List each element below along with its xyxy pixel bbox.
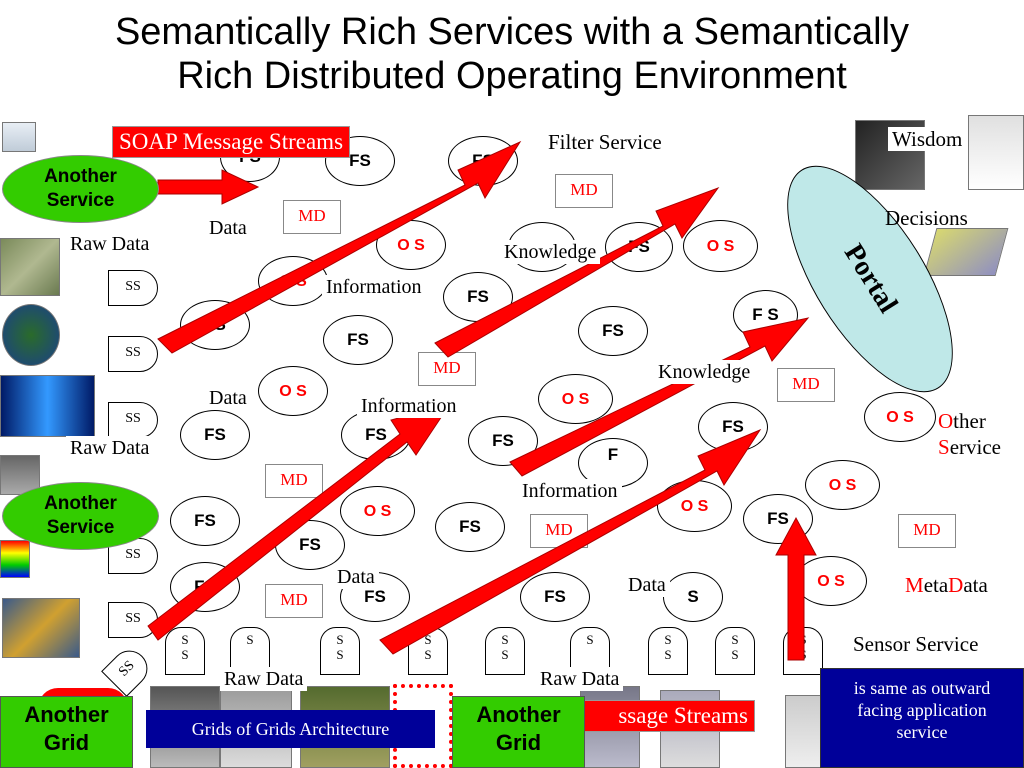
raw-data-label: Raw Data bbox=[66, 436, 154, 460]
arrow-raw-to-information-lower bbox=[147, 403, 452, 641]
fs-node: FS bbox=[743, 494, 813, 544]
fs-node: FS bbox=[323, 315, 393, 365]
page-title: Semantically Rich Services with a Semant… bbox=[0, 10, 1024, 98]
knowledge-label: Knowledge bbox=[500, 240, 601, 264]
fs-node: FS bbox=[435, 502, 505, 552]
md-box: MD bbox=[777, 368, 835, 402]
data-label: Data bbox=[333, 565, 379, 589]
satellite-image bbox=[0, 375, 95, 437]
md-box: MD bbox=[418, 352, 476, 386]
data-label: Data bbox=[205, 216, 251, 240]
os-node: O S bbox=[340, 486, 415, 536]
fs-node: S bbox=[663, 572, 723, 622]
soap-message-streams-bottom: ssage Streams bbox=[560, 700, 755, 732]
md-box: MD bbox=[898, 514, 956, 548]
metadata-legend: MetaData bbox=[905, 573, 988, 597]
arrow-information-to-knowledge bbox=[434, 186, 720, 358]
data-label: Data bbox=[205, 386, 251, 410]
arrow-service-right bbox=[157, 169, 260, 205]
data-label: Data bbox=[624, 573, 670, 597]
os-node: O S bbox=[683, 220, 758, 272]
arrow-knowledge-to-portal bbox=[509, 317, 810, 477]
outward-facing-note: is same as outward facing application se… bbox=[820, 668, 1024, 768]
information-label: Information bbox=[518, 479, 622, 503]
arrow-data-to-information bbox=[379, 428, 762, 655]
kiosk-image bbox=[785, 695, 825, 768]
information-label: Information bbox=[357, 394, 461, 418]
usa-map-image bbox=[2, 304, 60, 366]
os-node: O S bbox=[258, 366, 328, 416]
soap-message-streams-top: SOAP Message Streams bbox=[112, 126, 351, 158]
os-node: O S bbox=[795, 556, 867, 606]
another-grid-left[interactable]: Another Grid bbox=[0, 696, 133, 768]
knowledge-label: Knowledge bbox=[654, 360, 755, 384]
heatmap-image bbox=[0, 540, 30, 578]
fs-node: FS bbox=[520, 572, 590, 622]
title-line-1: Semantically Rich Services with a Semant… bbox=[114, 11, 910, 53]
airplane-image bbox=[2, 122, 36, 152]
fs-node: FS bbox=[170, 496, 240, 546]
filter-service-label: Filter Service bbox=[548, 130, 662, 154]
fs-node: FS bbox=[578, 306, 648, 356]
ss-node: SS bbox=[108, 336, 158, 372]
os-node: O S bbox=[805, 460, 880, 510]
sensor-service-legend: Sensor Service bbox=[853, 632, 979, 656]
book-image bbox=[968, 115, 1024, 190]
title-line-2: Rich Distributed Operating Environment bbox=[177, 55, 847, 97]
raw-data-label: Raw Data bbox=[220, 667, 308, 691]
wisdom-label: Wisdom bbox=[888, 127, 967, 151]
another-service-top[interactable]: Another Service bbox=[2, 155, 159, 223]
md-box: MD bbox=[283, 200, 341, 234]
arrow-raw-to-information bbox=[157, 140, 522, 354]
decisions-label: Decisions bbox=[885, 206, 968, 230]
arrow-sensor-up bbox=[775, 516, 817, 661]
raw-data-label: Raw Data bbox=[66, 232, 154, 256]
md-box: MD bbox=[555, 174, 613, 208]
os-node: O S bbox=[864, 392, 936, 442]
other-service-legend: Other Service bbox=[938, 409, 1001, 459]
md-box: MD bbox=[265, 584, 323, 618]
field-photo bbox=[0, 238, 60, 296]
fs-node: FS bbox=[180, 410, 250, 460]
another-grid-right[interactable]: Another Grid bbox=[452, 696, 585, 768]
another-service-middle[interactable]: Another Service bbox=[2, 482, 159, 550]
os-node: O S bbox=[376, 220, 446, 270]
ss-node: SS bbox=[108, 602, 158, 638]
raw-data-label: Raw Data bbox=[536, 667, 624, 691]
ss-node: SS bbox=[108, 270, 158, 306]
os-node: O S bbox=[538, 374, 613, 424]
grids-of-grids-label: Grids of Grids Architecture bbox=[146, 710, 435, 748]
detector-image bbox=[2, 598, 80, 658]
md-box: MD bbox=[265, 464, 323, 498]
information-label: Information bbox=[322, 275, 426, 299]
